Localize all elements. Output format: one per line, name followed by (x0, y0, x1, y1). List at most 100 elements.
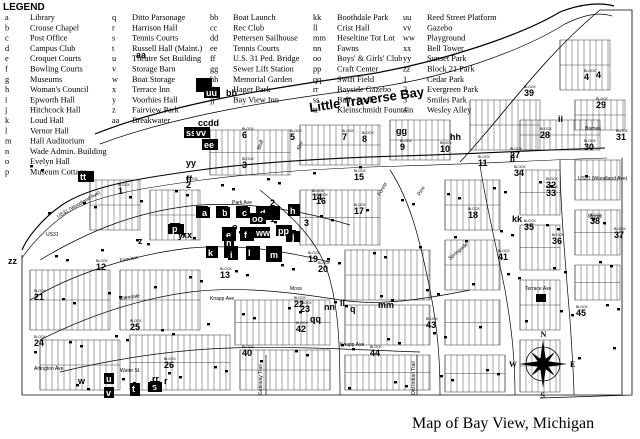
street-label: Knapp Ave (340, 342, 364, 348)
street-label: Old Indian Trail (411, 361, 417, 395)
block-word: BLOCK (576, 305, 589, 309)
legend-name: Evergreen Park (427, 85, 479, 94)
marker-label: zz (8, 256, 18, 266)
map-marker: dd (208, 118, 219, 128)
block-number: 21 (34, 292, 44, 302)
legend-code: xx (403, 44, 412, 53)
block-word: BLOCK (316, 193, 329, 197)
legend-name: Sunset Park (427, 54, 467, 63)
marker-label: tt (80, 172, 86, 182)
map-marker: nn (324, 302, 335, 312)
map-marker: ee (202, 139, 218, 150)
legend-code: v (112, 65, 117, 74)
legend-code: aa (112, 116, 120, 125)
map-marker: tt (78, 171, 94, 182)
map-marker: l (246, 247, 256, 258)
marker-label: b (222, 208, 228, 218)
block-number: 26 (164, 360, 174, 370)
street-label: Fairview (119, 255, 139, 264)
block-number: 39 (524, 88, 534, 98)
street-label: Pine (417, 185, 427, 197)
map-marker: f (242, 229, 252, 240)
street-label: Arlington Ave (34, 366, 64, 372)
block-number: 23 (300, 304, 310, 314)
block-word: BLOCK (296, 321, 309, 325)
block-word: BLOCK (616, 129, 629, 133)
block-word: BLOCK (164, 357, 177, 361)
marker-label: dd (208, 118, 219, 128)
marker-label: ww (255, 228, 271, 238)
legend-code: l (5, 126, 8, 135)
legend-name: Library (30, 13, 56, 22)
marker-label: g (218, 208, 224, 218)
block-word: BLOCK (370, 345, 383, 349)
legend-name: Heseltine Tot Lot (337, 34, 395, 43)
legend-code: gg (210, 65, 218, 74)
map-marker: y (178, 230, 183, 240)
marker-label: l (248, 248, 251, 258)
block-number: 32 (546, 180, 556, 190)
legend-code: mm (313, 34, 326, 43)
block-number: 1 (118, 186, 123, 196)
block-word: BLOCK (400, 139, 413, 143)
legend-code: dd (210, 34, 219, 43)
map-marker: xx (182, 230, 192, 240)
map-marker: rr (152, 374, 160, 384)
block-word: BLOCK (590, 213, 603, 217)
legend-name: Fawns (337, 44, 359, 53)
legend-name: Ditto Parsonage (132, 13, 186, 22)
map-marker: s (150, 381, 160, 392)
block-word: BLOCK (546, 185, 559, 189)
legend-code: bb (210, 13, 218, 22)
legend-name: Reed Street Platform (427, 13, 497, 22)
marker-label: 2 (270, 198, 275, 208)
block-number: 17 (354, 206, 364, 216)
block-number: 4 (584, 72, 589, 82)
legend-code: i (5, 95, 8, 104)
legend-name: Terrace Inn (132, 85, 171, 94)
map-title: Map of Bay View, Michigan (412, 415, 594, 432)
map-marker: ii (558, 114, 563, 124)
map-marker: bb (226, 88, 237, 98)
block-word: BLOCK (440, 141, 453, 145)
legend-name: Pettersen Sailhouse (233, 34, 298, 43)
block-number: 43 (426, 320, 436, 330)
legend-name: Tennis Courts (132, 34, 178, 43)
marker-label: m (270, 250, 278, 260)
map-marker: j (290, 231, 300, 242)
block-word: BLOCK (318, 261, 331, 265)
map-marker: oo (250, 213, 266, 224)
compass-e: E (570, 360, 575, 369)
block-number: 38 (590, 216, 600, 226)
legend-code: p (5, 168, 9, 177)
marker-label: v (106, 388, 111, 398)
map-marker: u (104, 373, 114, 384)
block-number: 22 (294, 299, 304, 309)
block-word: BLOCK (498, 249, 511, 253)
legend-name: Baby Pool (337, 95, 372, 104)
